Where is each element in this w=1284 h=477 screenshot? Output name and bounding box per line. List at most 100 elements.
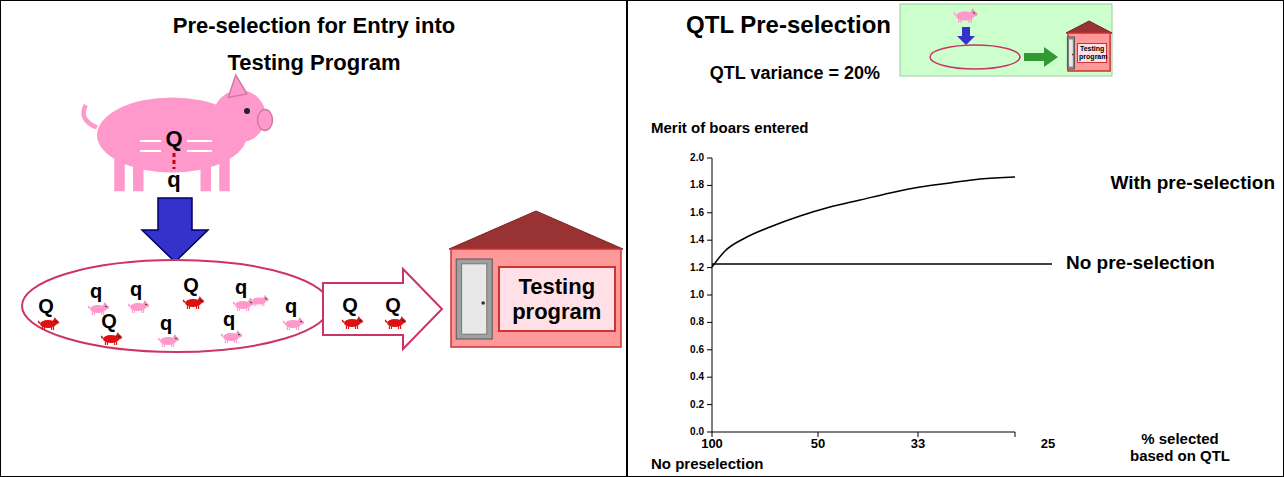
drawing-part: [249, 299, 251, 301]
drawing-part: [1024, 47, 1058, 67]
node-text: QTL Pre-selection: [686, 11, 891, 39]
drawing-part: [456, 259, 492, 339]
drawing-part: [707, 377, 712, 378]
tick-label: 1.0: [690, 289, 704, 301]
drawing-part: [118, 336, 120, 338]
drawing-part: [200, 300, 202, 302]
drawing-part: [173, 153, 176, 169]
drawing-part: [707, 267, 712, 268]
drawing-part: [105, 306, 107, 308]
tick-label: 2.0: [690, 152, 704, 164]
drawing-part: [237, 331, 239, 333]
drawing-part: [102, 336, 103, 338]
node-text: Q: [342, 295, 358, 315]
pig-figure: [284, 318, 304, 330]
drawing-part: [238, 334, 240, 336]
drawing-part: [84, 105, 97, 128]
drawing-part: [264, 295, 266, 297]
house-box: Testing program: [449, 211, 623, 349]
tick-label: 33: [911, 437, 925, 452]
drawing-part: [712, 432, 1015, 433]
pig-figure: [234, 299, 254, 311]
drawing-part: [358, 317, 360, 319]
drawing-part: [404, 320, 406, 322]
tick-label: 1.8: [690, 180, 704, 192]
drawing-part: [386, 320, 387, 322]
pig-figure: [954, 9, 977, 23]
node-text: q: [130, 279, 142, 299]
node-text: Q: [385, 295, 401, 315]
drawing-part: [975, 13, 977, 16]
node-text: Testing program: [1077, 43, 1107, 63]
drawing-part: [187, 150, 212, 152]
tick-label: 0.2: [690, 399, 704, 411]
tick-label: 50: [811, 437, 825, 452]
series-label: With pre-selection: [1110, 172, 1275, 194]
pig-figure: [102, 333, 122, 345]
drawing-part: [142, 198, 208, 262]
drawing-part: [187, 140, 212, 142]
axis-title: % selected based on QTL: [1124, 430, 1236, 465]
drawing-part: [973, 12, 975, 14]
drawing-part: [197, 298, 203, 304]
node-text: Q: [183, 275, 199, 295]
pig-figure: [159, 335, 179, 347]
node-text: q: [235, 277, 247, 297]
drawing-part: [1072, 54, 1074, 56]
drawing-part: [222, 334, 223, 336]
drawing-part: [250, 302, 252, 304]
drawing-part: [300, 321, 302, 323]
drawing-part: [89, 306, 90, 308]
tick-label: 1.4: [690, 234, 704, 246]
drawing-part: [235, 332, 241, 338]
drawing-part: [267, 299, 268, 301]
drawing-part: [481, 301, 485, 305]
drawing-part: [55, 321, 57, 323]
block-arrow: QQ: [323, 269, 443, 349]
drawing-part: [240, 334, 242, 336]
pig-figure: [129, 301, 149, 313]
drawing-part: [177, 338, 179, 340]
axis-note: No preselection: [651, 455, 764, 472]
tick-label: 0.6: [690, 344, 704, 356]
node-text: Pre-selection for Entry into Testing Pro…: [169, 7, 459, 81]
drawing-part: [39, 321, 40, 323]
drawing-part: [451, 249, 621, 347]
drawing-part: [144, 301, 146, 303]
drawing-part: [712, 177, 1015, 267]
drawing-part: [251, 298, 252, 300]
drawing-part: [57, 321, 59, 323]
drawing-part: [244, 108, 250, 114]
drawing-part: [957, 27, 975, 45]
drawing-part: [343, 320, 344, 322]
drawing-part: [284, 321, 285, 323]
axis-title: Merit of boars entered: [651, 119, 809, 136]
drawing-part: [462, 264, 487, 334]
series-label: No pre-selection: [1066, 252, 1215, 274]
drawing-part: [115, 334, 121, 340]
drawing-part: [930, 45, 1020, 69]
pig-figure: [251, 295, 269, 306]
drawing-part: [1066, 21, 1112, 33]
drawing-part: [323, 269, 442, 349]
drawing-part: [159, 338, 160, 340]
drawing-part: [954, 12, 956, 15]
drawing-part: [228, 75, 247, 98]
drawing-part: [297, 319, 303, 325]
tick-label: 1.2: [690, 262, 704, 274]
drawing-part: [107, 306, 109, 308]
drawing-part: [120, 336, 122, 338]
node-text: Q: [101, 311, 117, 331]
tick-label: 0.4: [690, 371, 704, 383]
pig-figure: [222, 331, 242, 343]
drawing-part: [361, 320, 363, 322]
drawing-part: [104, 303, 106, 305]
drawing-part: [1067, 37, 1074, 69]
drawing-part: [707, 349, 712, 350]
drawing-part: [258, 110, 273, 131]
drawing-part: [184, 300, 185, 302]
drawing-part: [174, 335, 176, 337]
drawing-part: [172, 336, 178, 342]
drawing-part: [707, 322, 712, 323]
drawing-part: [1068, 33, 1110, 71]
